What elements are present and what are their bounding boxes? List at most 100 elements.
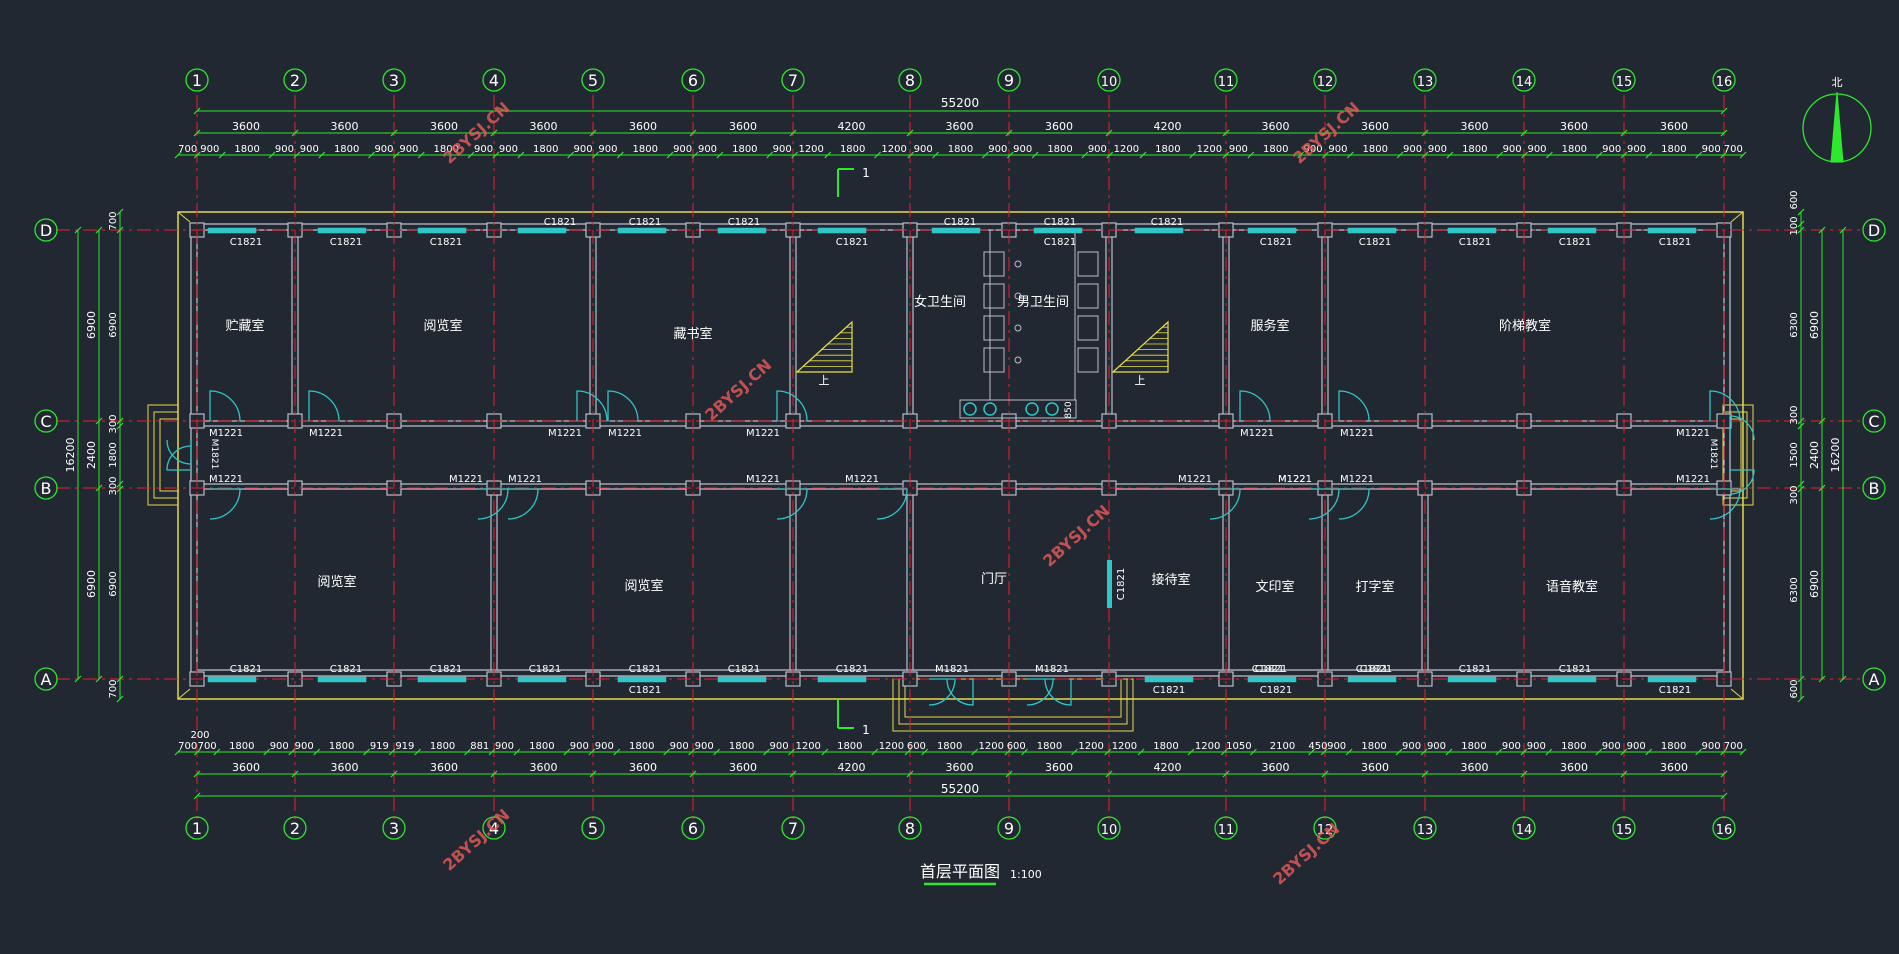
toilet-stall bbox=[1077, 251, 1099, 277]
grid-bubble-label: B bbox=[1869, 479, 1880, 498]
dim-text: 450 bbox=[1308, 741, 1327, 752]
door-swing-lower bbox=[1709, 488, 1741, 520]
dim-tick bbox=[1645, 748, 1653, 756]
dim-tick bbox=[1720, 107, 1728, 115]
dim-tick bbox=[116, 208, 124, 216]
dim-text: 1200 bbox=[979, 741, 1004, 752]
grid-bubble bbox=[482, 68, 506, 92]
section-mark-label: 1 bbox=[862, 723, 870, 737]
window-label: C1821 bbox=[836, 664, 868, 675]
dim-tick bbox=[932, 151, 940, 159]
door-label: M1221 bbox=[746, 428, 780, 439]
dim-text: 3600 bbox=[530, 120, 558, 133]
stair-up-label: 上 bbox=[819, 374, 830, 387]
dim-tick bbox=[388, 748, 396, 756]
dim-text: 1800 bbox=[837, 741, 862, 752]
dim-tick bbox=[1818, 484, 1826, 492]
dim-text: 900 bbox=[300, 144, 319, 155]
dim-text: 2100 bbox=[1270, 741, 1295, 752]
door-entrance bbox=[1026, 678, 1054, 706]
dim-text: 300 bbox=[1789, 485, 1800, 504]
dim-tick bbox=[193, 107, 201, 115]
dim-text: 55200 bbox=[941, 96, 979, 110]
grid-bubble-label: 7 bbox=[788, 71, 798, 90]
window-bottom bbox=[317, 676, 367, 683]
door-end-right bbox=[1729, 469, 1755, 495]
dim-text: 1800 bbox=[1661, 741, 1686, 752]
window-label: C1821 bbox=[430, 237, 462, 248]
door-entrance bbox=[928, 678, 956, 706]
dim-text: 900 bbox=[1627, 144, 1646, 155]
window-bottom bbox=[817, 676, 867, 683]
dim-tick bbox=[318, 151, 326, 159]
dim-tick bbox=[1222, 770, 1230, 778]
dim-tick bbox=[1520, 129, 1528, 137]
dim-text: 3600 bbox=[430, 120, 458, 133]
dim-text: 900 bbox=[1627, 741, 1646, 752]
dim-text: 200 bbox=[190, 730, 209, 741]
dim-text: 900 bbox=[574, 144, 593, 155]
dim-text: 3600 bbox=[1560, 120, 1588, 133]
dim-tick bbox=[95, 226, 103, 234]
dim-text: 900 bbox=[595, 741, 614, 752]
dim-text: 900 bbox=[570, 741, 589, 752]
door-label: M1221 bbox=[1340, 428, 1374, 439]
grid-bubble-label: D bbox=[40, 221, 52, 240]
dim-tick bbox=[1797, 422, 1805, 430]
dim-tick bbox=[906, 129, 914, 137]
dim-tick bbox=[1797, 208, 1805, 216]
dim-text: 1800 bbox=[1561, 741, 1586, 752]
outline-corner bbox=[1730, 688, 1744, 700]
dim-text: 900 bbox=[1527, 144, 1546, 155]
dim-text: 700 bbox=[108, 211, 119, 230]
window-top bbox=[617, 227, 667, 234]
dim-text: 900 bbox=[1502, 741, 1521, 752]
dim-text: 600 bbox=[1789, 679, 1800, 698]
dim-text: 3600 bbox=[1560, 761, 1588, 774]
grid-bubble bbox=[185, 816, 209, 840]
dim-tick bbox=[1421, 129, 1429, 137]
dim-text: 4200 bbox=[1154, 120, 1182, 133]
grid-bubble-label: D bbox=[1868, 221, 1880, 240]
dim-text: 6900 bbox=[108, 312, 119, 337]
door-swing-upper bbox=[1239, 390, 1271, 422]
toilet-stall bbox=[1077, 347, 1099, 373]
dim-text: 1800 bbox=[1361, 741, 1386, 752]
dim-tick bbox=[1620, 770, 1628, 778]
door-swing-lower bbox=[507, 488, 539, 520]
dim-tick bbox=[1249, 748, 1257, 756]
dim-text: 1200 bbox=[1114, 144, 1139, 155]
grid-bubble bbox=[898, 816, 922, 840]
dim-tick bbox=[1595, 748, 1603, 756]
toilet-fixture bbox=[1014, 260, 1022, 268]
grid-bubble bbox=[1313, 816, 1337, 840]
grid-bubble bbox=[997, 68, 1021, 92]
door-swing-upper bbox=[576, 390, 608, 422]
grid-bubble bbox=[1313, 68, 1337, 92]
dim-text: 900 bbox=[275, 144, 294, 155]
dim-text: 1800 bbox=[1155, 144, 1180, 155]
grid-bubble-label: 3 bbox=[389, 71, 399, 90]
dim-text: 3600 bbox=[946, 120, 974, 133]
window-label: C1821 bbox=[629, 217, 661, 228]
dim-text: 3600 bbox=[1660, 120, 1688, 133]
dim-tick bbox=[1189, 151, 1197, 159]
door-end-label: M1821 bbox=[209, 439, 219, 470]
window-label: C1821 bbox=[1153, 685, 1185, 696]
entrance-steps bbox=[1722, 418, 1742, 492]
grid-bubble bbox=[1413, 68, 1437, 92]
window-label: C1821 bbox=[944, 217, 976, 228]
dim-text: 900 bbox=[1088, 144, 1107, 155]
window-label: C1821 bbox=[1659, 237, 1691, 248]
washbasin bbox=[1025, 402, 1039, 416]
window-label: C1821 bbox=[1559, 664, 1591, 675]
dim-text: 4200 bbox=[1154, 761, 1182, 774]
door-label: M1221 bbox=[449, 474, 483, 485]
dim-tick bbox=[1495, 748, 1503, 756]
dim-text: 900 bbox=[1602, 144, 1621, 155]
dim-tick bbox=[1797, 226, 1805, 234]
dim-tick bbox=[791, 151, 799, 159]
grid-bubble bbox=[1862, 409, 1886, 433]
dim-text: 1800 bbox=[1661, 144, 1686, 155]
grid-bubble-label: 12 bbox=[1317, 823, 1334, 838]
